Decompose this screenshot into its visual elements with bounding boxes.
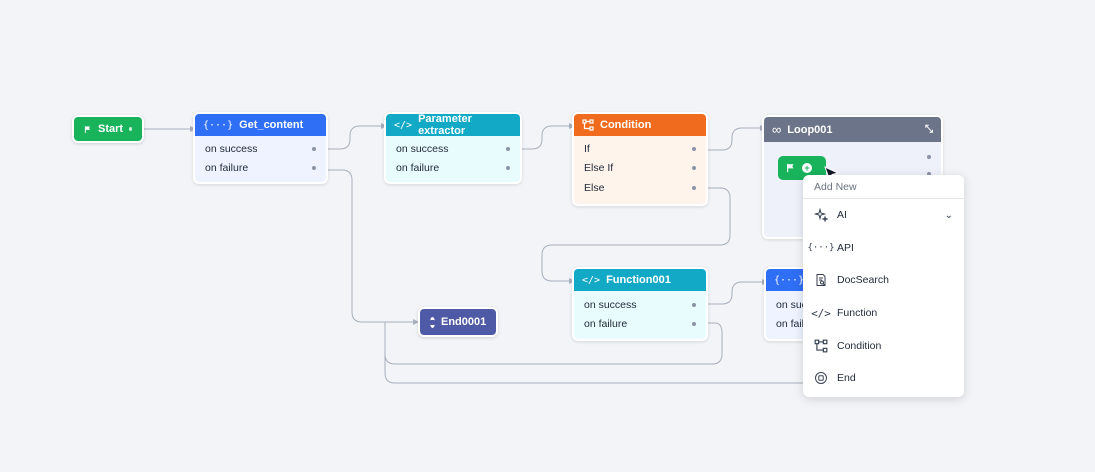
edge-getcontent-end <box>328 169 413 323</box>
add-circle-icon[interactable]: + <box>802 163 812 173</box>
end-label: End0001 <box>441 316 487 328</box>
api-braces-icon: {···} <box>807 242 835 253</box>
output-handle[interactable] <box>312 166 316 171</box>
start-label: Start <box>98 123 124 135</box>
get-content-failure-output[interactable]: on failure <box>195 159 326 179</box>
start-handle[interactable] <box>129 127 132 131</box>
api-braces-icon: {···} <box>774 274 805 286</box>
function001-node[interactable]: </> Function001 on success on failure <box>572 267 708 341</box>
loop-title: Loop001 <box>787 123 833 136</box>
collapse-icon[interactable]: ⤡ <box>925 124 933 135</box>
code-icon: </> <box>582 274 601 286</box>
branch-icon <box>814 339 828 353</box>
get-content-node[interactable]: {···} Get_content on success on failure <box>193 112 328 184</box>
param-success-output[interactable]: on success <box>386 139 520 159</box>
edge-getcontent-param <box>328 125 381 150</box>
code-icon: </> <box>811 306 831 320</box>
loop-handle[interactable] <box>927 155 931 159</box>
menu-item-function[interactable]: </> Function <box>811 306 878 320</box>
edge-bottom-return <box>384 340 805 384</box>
get-content-header[interactable]: {···} Get_content <box>195 114 326 136</box>
loop-header[interactable]: ∞ Loop001 ⤡ <box>764 117 941 142</box>
condition-else-output[interactable]: Else <box>574 178 706 198</box>
output-handle[interactable] <box>506 166 510 171</box>
condition-header[interactable]: Condition <box>574 114 706 136</box>
parameter-extractor-title: Parameter extractor <box>418 113 472 137</box>
edge-function-next <box>708 281 762 305</box>
menu-item-docsearch[interactable]: DocSearch <box>803 264 964 297</box>
output-handle[interactable] <box>692 146 696 151</box>
stop-icon <box>430 316 435 328</box>
get-content-title: Get_content <box>239 119 304 131</box>
function001-title: Function001 <box>606 274 671 286</box>
output-handle[interactable] <box>692 322 696 327</box>
code-icon: </> <box>394 119 413 131</box>
menu-item-ai[interactable]: AI ⌄ <box>803 199 964 232</box>
menu-item-api[interactable]: {···} API <box>807 241 854 254</box>
loop-handle[interactable] <box>927 172 931 176</box>
partial-success-output[interactable]: on suc <box>776 298 807 311</box>
edge-condition-function <box>541 187 731 282</box>
function001-header[interactable]: </> Function001 <box>574 269 706 291</box>
branch-icon <box>582 119 594 131</box>
menu-item-condition[interactable]: Condition <box>803 329 964 362</box>
parameter-extractor-header[interactable]: </> Parameter extractor <box>386 113 520 137</box>
function-failure-output[interactable]: on failure <box>574 315 706 335</box>
menu-title: Add New <box>803 175 964 199</box>
api-braces-icon: {···} <box>203 119 234 131</box>
parameter-extractor-node[interactable]: </> Parameter extractor on success on fa… <box>384 112 522 184</box>
condition-elseif-output[interactable]: Else If <box>574 159 706 179</box>
flag-icon <box>787 163 794 173</box>
output-handle[interactable] <box>506 146 510 151</box>
partial-failure-output[interactable]: on fail <box>776 318 805 331</box>
output-handle[interactable] <box>692 302 696 307</box>
condition-title: Condition <box>600 119 652 131</box>
param-failure-output[interactable]: on failure <box>386 159 520 179</box>
edge-condition-loop <box>708 127 760 151</box>
condition-if-output[interactable]: If <box>574 139 706 159</box>
get-content-success-output[interactable]: on success <box>195 139 326 159</box>
sparkle-icon <box>814 208 828 223</box>
output-handle[interactable] <box>692 185 696 190</box>
output-handle[interactable] <box>692 166 696 171</box>
infinity-icon: ∞ <box>772 122 782 137</box>
flag-icon <box>84 125 91 133</box>
end-node[interactable]: End0001 <box>418 307 498 337</box>
stop-icon <box>814 371 828 385</box>
output-handle[interactable] <box>312 146 316 151</box>
edge-param-condition <box>521 125 569 150</box>
condition-node[interactable]: Condition If Else If Else <box>572 112 708 206</box>
function-success-output[interactable]: on success <box>574 295 706 315</box>
doc-search-icon <box>814 273 828 287</box>
edge-function-failure-loop <box>384 322 723 365</box>
add-new-menu[interactable]: Add New AI ⌄ {···} API DocSearch </> Fun… <box>803 175 964 397</box>
start-node[interactable]: Start <box>72 115 144 143</box>
chevron-down-icon[interactable]: ⌄ <box>944 209 953 221</box>
menu-item-end[interactable]: End <box>803 362 964 395</box>
